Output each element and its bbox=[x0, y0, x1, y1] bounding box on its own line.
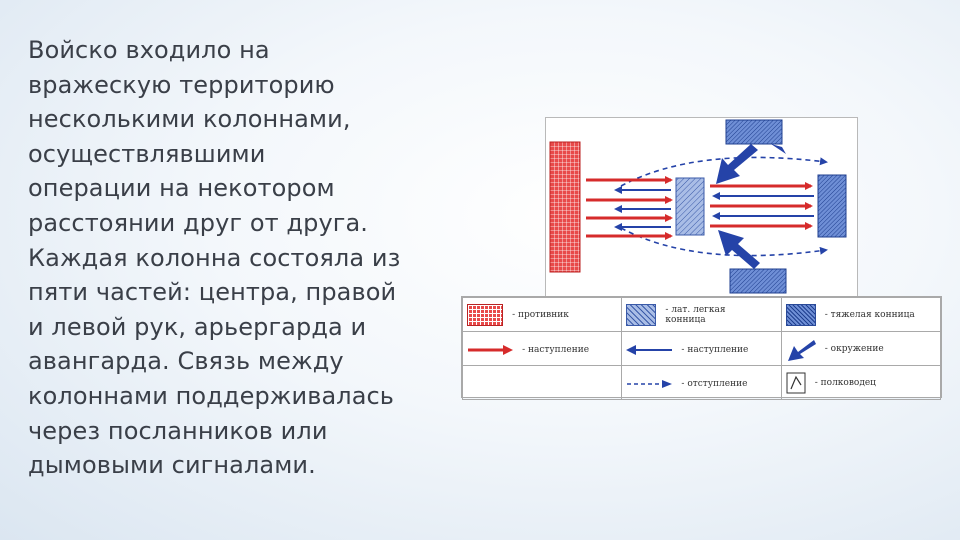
legend-label: - противник bbox=[512, 309, 569, 320]
legend-label: - окружение bbox=[824, 343, 884, 354]
legend-label-line: - лат. легкая bbox=[665, 304, 726, 315]
battle-diagram-svg bbox=[549, 119, 847, 294]
legend-encirclement: - окружение bbox=[780, 331, 942, 366]
legend-commander: - полководец bbox=[780, 365, 942, 400]
legend-label: - наступление bbox=[681, 344, 749, 355]
retreat-arc-top bbox=[620, 156, 828, 187]
dashed-arrow-icon bbox=[627, 379, 673, 388]
legend-enemy-advance: - наступление bbox=[461, 331, 623, 366]
legend-empty-cell bbox=[461, 365, 623, 400]
legend-label: - полководец bbox=[814, 377, 876, 388]
encirclement-arrow-icon bbox=[787, 339, 816, 361]
battle-diagram bbox=[545, 117, 858, 302]
legend-label: - тяжелая конница bbox=[824, 309, 915, 320]
text-line: вражескую территорию bbox=[28, 70, 335, 99]
legend-light-cavalry: - лат. легкая конница bbox=[621, 297, 782, 332]
text-line: пяти частей: центра, правой bbox=[28, 278, 397, 307]
text-line: осуществлявшими bbox=[28, 139, 266, 168]
blue-arrow-icon bbox=[626, 344, 673, 355]
legend-label: - наступление bbox=[522, 344, 590, 355]
enemy-formation bbox=[549, 141, 581, 273]
text-line: и левой рук, арьергарда и bbox=[28, 312, 367, 341]
text-line: расстоянии друг от друга. bbox=[28, 208, 368, 237]
text-line: операции на некотором bbox=[28, 174, 335, 203]
light-cavalry-center bbox=[675, 177, 705, 236]
heavy-cavalry-bottom bbox=[729, 268, 787, 294]
heavy-cavalry-top bbox=[725, 119, 783, 145]
text-line: колоннами поддерживалась bbox=[28, 381, 395, 410]
heavy-cavalry-swatch bbox=[785, 303, 816, 326]
legend-label: - лат. легкая конница bbox=[665, 305, 725, 325]
legend-label: - отступление bbox=[681, 378, 748, 389]
legend-label-line: конница bbox=[665, 314, 706, 325]
encirclement-arrow-top bbox=[716, 144, 758, 184]
slide-body-text: Войско входило на вражескую территорию н… bbox=[28, 33, 448, 483]
legend-heavy-cavalry: - тяжелая конница bbox=[780, 297, 942, 332]
heavy-cavalry-right bbox=[817, 174, 847, 238]
text-line: Войско входило на bbox=[28, 36, 270, 64]
light-cavalry-swatch bbox=[626, 303, 657, 326]
text-line: через посланников или bbox=[28, 416, 328, 445]
legend-retreat: - отступление bbox=[621, 365, 782, 400]
encirclement-arrow-bottom bbox=[718, 230, 760, 269]
red-arrow-icon bbox=[468, 344, 513, 355]
legend-enemy: - противник bbox=[461, 297, 623, 332]
text-line: несколькими колоннами, bbox=[28, 105, 351, 134]
enemy-swatch bbox=[467, 303, 503, 326]
text-line: дымовыми сигналами. bbox=[28, 451, 316, 480]
commander-flag-icon bbox=[786, 372, 806, 393]
text-line: авангарда. Связь между bbox=[28, 347, 344, 376]
text-line: Каждая колонна состояла из bbox=[28, 243, 401, 272]
legend-table: - противник - лат. легкая конница - тяже… bbox=[461, 296, 942, 400]
legend-mongol-advance: - наступление bbox=[621, 331, 782, 366]
encirclement-arrow-top-right bbox=[771, 144, 786, 154]
